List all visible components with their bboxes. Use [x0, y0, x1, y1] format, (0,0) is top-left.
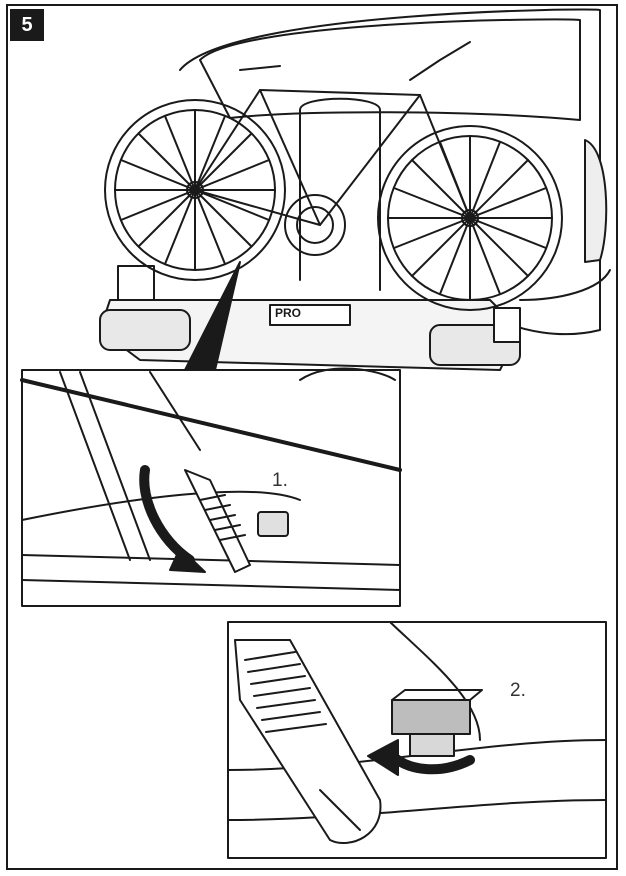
step-2-label: 2. — [510, 680, 526, 701]
brand-label: PRO — [275, 306, 302, 320]
step-1-label: 1. — [272, 470, 288, 491]
step-number-badge: 5 — [10, 9, 44, 41]
bike-frame — [194, 41, 471, 256]
carrier-right-bracket — [493, 307, 521, 343]
brand-plate — [269, 304, 351, 326]
detail-2-strap — [234, 639, 382, 845]
detail-2-bolt — [391, 689, 483, 757]
detail-2-arrow — [390, 753, 475, 775]
detail-1-strap — [184, 469, 251, 573]
car-body-outline — [179, 8, 601, 336]
car-bumper — [519, 269, 611, 301]
carrier-left-bracket — [117, 265, 155, 301]
carrier-left-lamp — [99, 309, 191, 351]
detail-1-bolt — [257, 511, 289, 537]
car-rear-window — [199, 18, 581, 121]
carrier-upright-bar — [299, 97, 381, 291]
car-taillight — [584, 139, 608, 263]
